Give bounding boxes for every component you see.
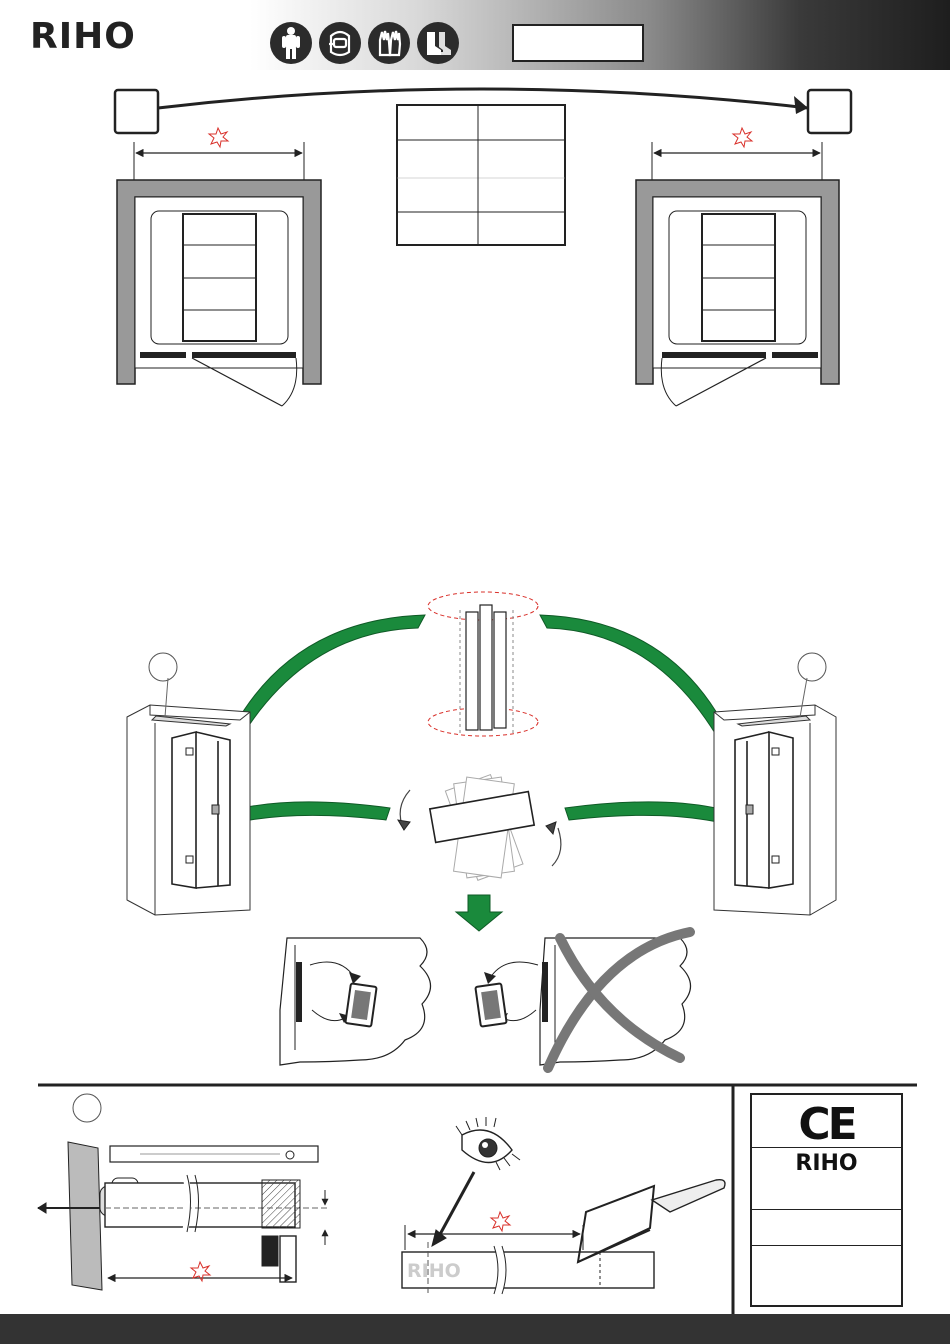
cert-brand: RIHO — [752, 1151, 901, 1176]
cert-divider — [752, 1245, 901, 1246]
hacksaw-icon — [578, 1180, 725, 1262]
wall-profile-detail — [38, 1094, 330, 1290]
eye-icon — [456, 1117, 520, 1170]
warning-burst-icon — [733, 128, 752, 147]
cert-divider — [752, 1209, 901, 1210]
floor-plan-right — [636, 142, 839, 406]
floor-plan-left — [117, 142, 321, 406]
ce-mark: CE — [752, 1099, 901, 1150]
footer-band — [0, 1314, 950, 1344]
bar-brand-label: RIHO — [407, 1260, 461, 1282]
certification-panel: CE RIHO — [750, 1093, 903, 1307]
sticker-incorrect — [475, 932, 690, 1068]
warning-burst-icon — [209, 128, 228, 147]
spec-table — [397, 105, 565, 245]
swap-arrow — [115, 89, 851, 133]
sticker-correct — [280, 938, 431, 1065]
rotate-panel-horizontal — [398, 775, 561, 881]
step-box-right — [808, 90, 851, 133]
cut-profile-detail: RIHO — [402, 1117, 725, 1295]
cabin-left — [127, 653, 250, 915]
step-box-left — [115, 90, 158, 133]
cabin-right — [714, 653, 836, 915]
cert-divider — [752, 1147, 901, 1148]
rotate-panel-vertical — [428, 592, 538, 736]
